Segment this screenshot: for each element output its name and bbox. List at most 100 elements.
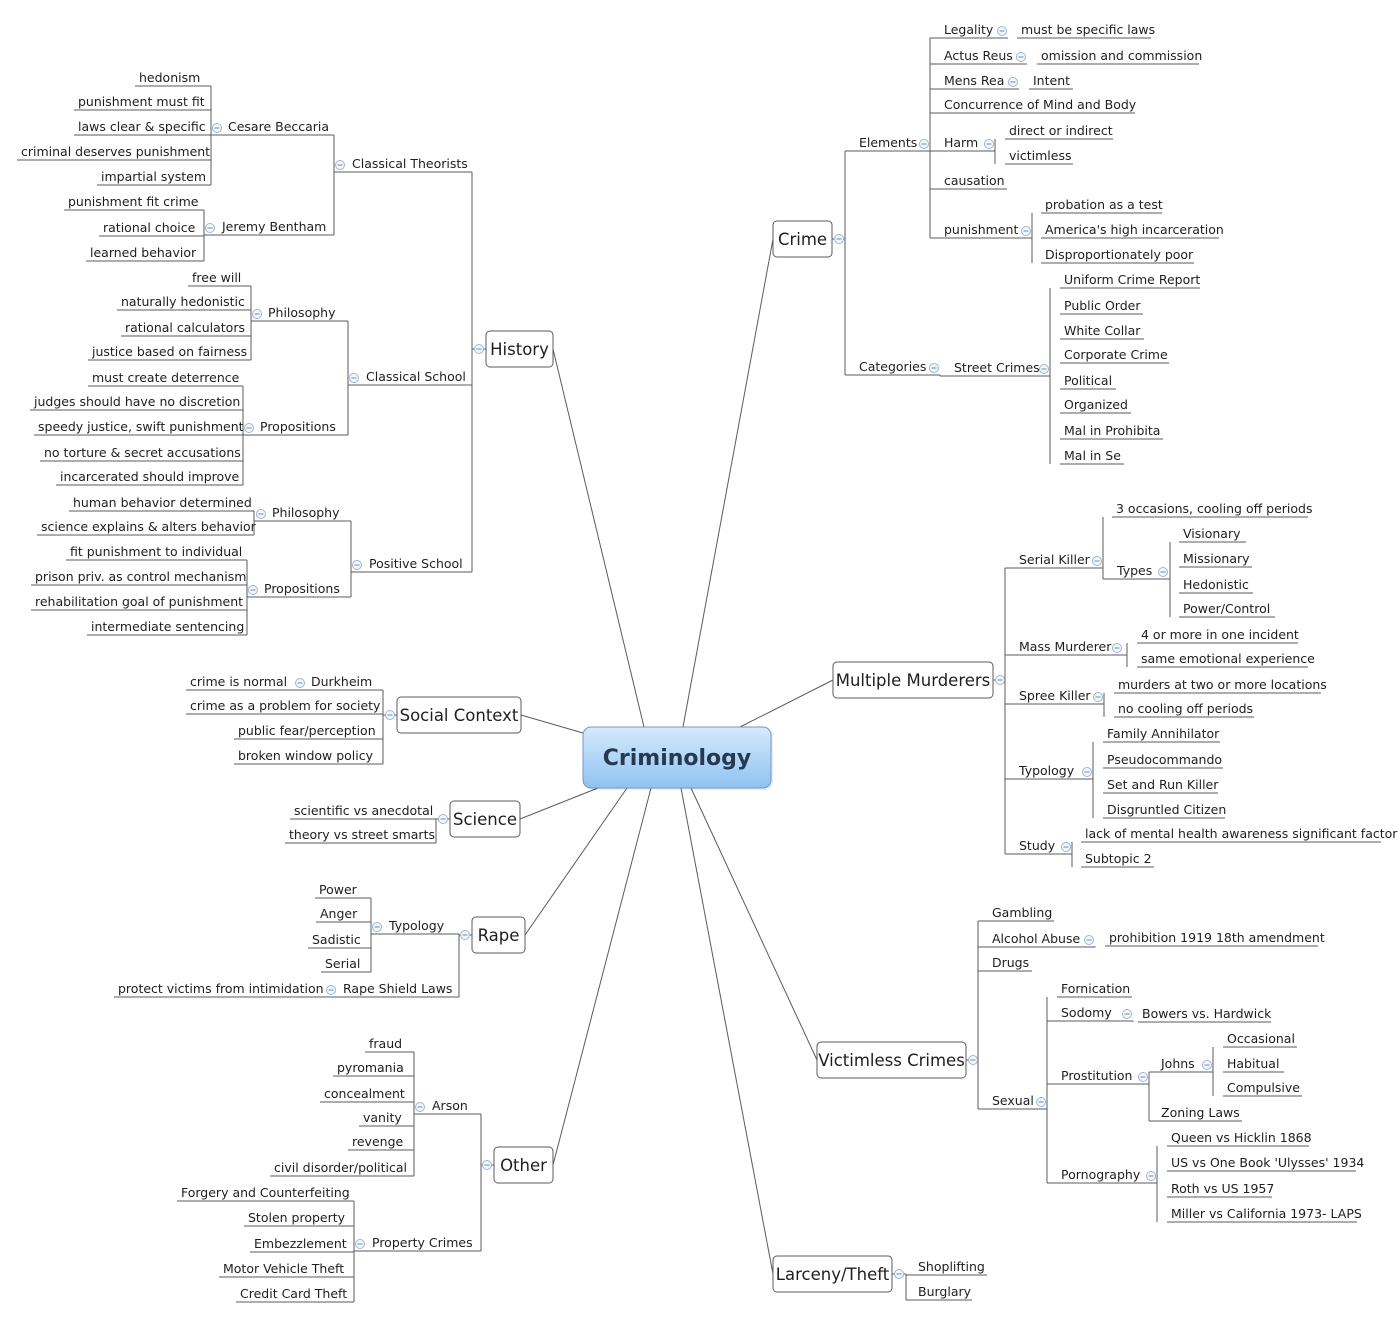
topic-serial[interactable]: Serial xyxy=(321,956,371,973)
topic-direct-or-indirect[interactable]: direct or indirect xyxy=(1005,123,1113,140)
collapse-toggle-icon[interactable] xyxy=(1092,556,1102,566)
topic-free-will[interactable]: free will xyxy=(188,270,251,287)
topic-4-or-more-in-one-incident[interactable]: 4 or more in one incident xyxy=(1137,627,1299,644)
main-topic-larceny-theft[interactable]: Larceny/Theft xyxy=(772,1255,893,1293)
topic-types[interactable]: Types xyxy=(1103,563,1170,580)
topic-elements[interactable]: Elements xyxy=(845,135,930,152)
topic-motor-vehicle-theft[interactable]: Motor Vehicle Theft xyxy=(219,1261,354,1278)
topic-roth-vs-us-1957[interactable]: Roth vs US 1957 xyxy=(1167,1181,1274,1198)
topic-scientific-vs-anecdotal[interactable]: scientific vs anecdotal xyxy=(290,803,436,820)
collapse-toggle-icon[interactable] xyxy=(252,309,262,319)
collapse-toggle-icon[interactable] xyxy=(834,234,844,244)
topic-property-crimes[interactable]: Property Crimes xyxy=(354,1235,481,1252)
topic-lack-of-mental-health-awareness-significant-factor[interactable]: lack of mental health awareness signific… xyxy=(1081,826,1398,843)
collapse-toggle-icon[interactable] xyxy=(984,139,994,149)
topic-impartial-system[interactable]: impartial system xyxy=(97,169,211,186)
topic-hedonistic[interactable]: Hedonistic xyxy=(1179,577,1253,594)
topic-drugs[interactable]: Drugs xyxy=(978,955,1032,972)
topic-positive-school[interactable]: Positive School xyxy=(351,556,472,573)
topic-public-order[interactable]: Public Order xyxy=(1060,298,1143,315)
topic-punishment-fit-crime[interactable]: punishment fit crime xyxy=(64,194,204,211)
topic-no-cooling-off-periods[interactable]: no cooling off periods xyxy=(1114,701,1254,718)
collapse-toggle-icon[interactable] xyxy=(212,123,222,133)
collapse-toggle-icon[interactable] xyxy=(295,678,305,688)
topic-mass-murderer[interactable]: Mass Murderer xyxy=(1005,639,1127,656)
topic-laws-clear-and-specific[interactable]: laws clear & specific xyxy=(74,119,211,136)
topic-rehabilitation-goal-of-punishment[interactable]: rehabilitation goal of punishment xyxy=(31,594,247,611)
topic-anger[interactable]: Anger xyxy=(316,906,371,923)
topic-omission-and-commission[interactable]: omission and commission xyxy=(1037,48,1202,65)
collapse-toggle-icon[interactable] xyxy=(995,675,1005,685)
topic-zoning-laws[interactable]: Zoning Laws xyxy=(1149,1105,1242,1122)
main-topic-rape[interactable]: Rape xyxy=(471,916,526,954)
topic-occasional[interactable]: Occasional xyxy=(1223,1031,1297,1048)
topic-cesare-beccaria[interactable]: Cesare Beccaria xyxy=(211,119,334,136)
topic-prison-priv-as-control-mechanism[interactable]: prison priv. as control mechanism xyxy=(31,569,247,586)
topic-stolen-property[interactable]: Stolen property xyxy=(244,1210,354,1227)
topic-corporate-crime[interactable]: Corporate Crime xyxy=(1060,347,1169,364)
topic-disgruntled-citizen[interactable]: Disgruntled Citizen xyxy=(1103,802,1226,819)
topic-intermediate-sentencing[interactable]: intermediate sentencing xyxy=(87,619,247,636)
topic-power[interactable]: Power xyxy=(315,882,371,899)
collapse-toggle-icon[interactable] xyxy=(1112,643,1122,653)
collapse-toggle-icon[interactable] xyxy=(205,223,215,233)
topic-concurrence-of-mind-and-body[interactable]: Concurrence of Mind and Body xyxy=(930,97,1137,114)
topic-compulsive[interactable]: Compulsive xyxy=(1223,1080,1302,1097)
topic-forgery-and-counterfeiting[interactable]: Forgery and Counterfeiting xyxy=(177,1185,354,1202)
topic-typology[interactable]: Typology xyxy=(1005,763,1093,780)
collapse-toggle-icon[interactable] xyxy=(415,1102,425,1112)
collapse-toggle-icon[interactable] xyxy=(1122,1009,1132,1019)
topic-murders-at-two-or-more-locations[interactable]: murders at two or more locations xyxy=(1114,677,1327,694)
collapse-toggle-icon[interactable] xyxy=(1039,364,1049,374)
collapse-toggle-icon[interactable] xyxy=(474,344,484,354)
topic-actus-reus[interactable]: Actus Reus xyxy=(930,48,1027,65)
topic-same-emotional-experience[interactable]: same emotional experience xyxy=(1137,651,1315,668)
topic-crime-as-a-problem-for-society[interactable]: crime as a problem for society xyxy=(186,698,383,715)
topic-mal-in-se[interactable]: Mal in Se xyxy=(1060,448,1124,465)
collapse-toggle-icon[interactable] xyxy=(1093,692,1103,702)
central-topic[interactable]: Criminology xyxy=(582,726,773,790)
collapse-toggle-icon[interactable] xyxy=(248,585,258,595)
topic-prohibition-1919-18th-amendment[interactable]: prohibition 1919 18th amendment xyxy=(1105,930,1325,947)
topic-mal-in-prohibita[interactable]: Mal in Prohibita xyxy=(1060,423,1163,440)
collapse-toggle-icon[interactable] xyxy=(1008,77,1018,87)
topic-uniform-crime-report[interactable]: Uniform Crime Report xyxy=(1060,272,1200,289)
collapse-toggle-icon[interactable] xyxy=(1084,935,1094,945)
topic-prostitution[interactable]: Prostitution xyxy=(1047,1068,1149,1085)
topic-learned-behavior[interactable]: learned behavior xyxy=(86,245,204,262)
collapse-toggle-icon[interactable] xyxy=(1016,52,1026,62)
collapse-toggle-icon[interactable] xyxy=(438,814,448,824)
topic-categories[interactable]: Categories xyxy=(845,359,940,376)
topic-hedonism[interactable]: hedonism xyxy=(135,70,211,87)
topic-disproportionately-poor[interactable]: Disproportionately poor xyxy=(1041,247,1194,264)
collapse-toggle-icon[interactable] xyxy=(997,26,1007,36)
topic-missionary[interactable]: Missionary xyxy=(1179,551,1252,568)
topic-queen-vs-hicklin-1868[interactable]: Queen vs Hicklin 1868 xyxy=(1167,1130,1312,1147)
collapse-toggle-icon[interactable] xyxy=(1082,767,1092,777)
topic-civil-disorder-political[interactable]: civil disorder/political xyxy=(270,1160,414,1177)
collapse-toggle-icon[interactable] xyxy=(1021,226,1031,236)
topic-protect-victims-from-intimidation[interactable]: protect victims from intimidation xyxy=(114,981,325,998)
topic-punishment-must-fit[interactable]: punishment must fit xyxy=(74,94,211,111)
topic-johns[interactable]: Johns xyxy=(1149,1056,1213,1073)
topic-pyromania[interactable]: pyromania xyxy=(333,1060,414,1077)
topic-burglary[interactable]: Burglary xyxy=(906,1284,972,1301)
topic-jeremy-bentham[interactable]: Jeremy Bentham xyxy=(204,219,334,236)
main-topic-social-context[interactable]: Social Context xyxy=(396,696,522,734)
topic-legality[interactable]: Legality xyxy=(930,22,1008,39)
collapse-toggle-icon[interactable] xyxy=(244,423,254,433)
topic-visionary[interactable]: Visionary xyxy=(1179,526,1246,543)
topic-must-be-specific-laws[interactable]: must be specific laws xyxy=(1017,22,1155,39)
topic-harm[interactable]: Harm xyxy=(930,135,995,152)
collapse-toggle-icon[interactable] xyxy=(326,985,336,995)
topic-speedy-justice-swift-punishment[interactable]: speedy justice, swift punishment xyxy=(34,419,244,436)
topic-white-collar[interactable]: White Collar xyxy=(1060,323,1144,340)
topic-vanity[interactable]: vanity xyxy=(359,1110,414,1127)
collapse-toggle-icon[interactable] xyxy=(1202,1060,1212,1070)
collapse-toggle-icon[interactable] xyxy=(1138,1072,1148,1082)
main-topic-history[interactable]: History xyxy=(485,330,554,368)
topic-classical-school[interactable]: Classical School xyxy=(348,369,472,386)
topic-human-behavior-determined[interactable]: human behavior determined xyxy=(69,495,254,512)
topic-habitual[interactable]: Habitual xyxy=(1223,1056,1284,1073)
topic-street-crimes[interactable]: Street Crimes xyxy=(940,360,1050,377)
